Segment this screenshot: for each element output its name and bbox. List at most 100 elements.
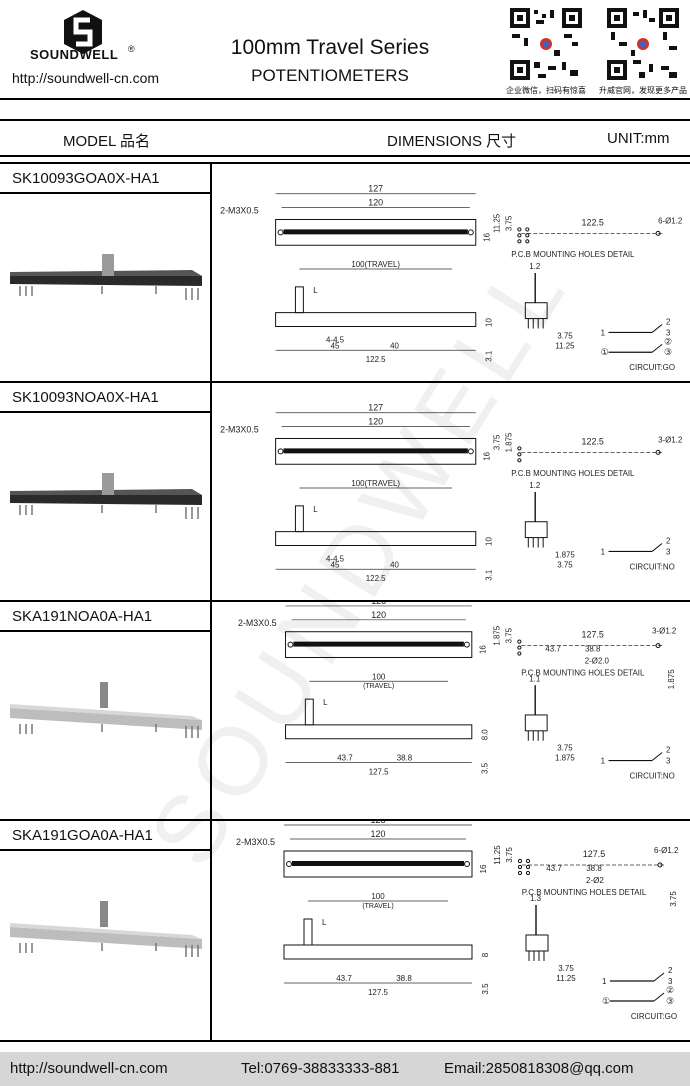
dimension-label: 2-M3X0.5 (220, 206, 259, 216)
dimension-label: 11.25 (493, 213, 502, 233)
pcb-hole-icon (517, 864, 523, 870)
product-cell: SKA191GOA0A-HA1 (0, 821, 212, 1042)
dimension-label: 3.75 (558, 964, 574, 973)
dimension-label: 45 (331, 560, 340, 569)
footer-email[interactable]: Email:2850818308@qq.com (444, 1060, 634, 1077)
dimension-label: 1.875 (504, 432, 513, 452)
dimension-label: 3.5 (481, 983, 490, 995)
mount-hole-icon (286, 861, 292, 867)
circuit-wiper (651, 343, 663, 353)
dimension-label: 11.25 (555, 341, 575, 350)
dimension-label: 127 (368, 403, 383, 413)
dimension-label: 3-Ø1.2 (658, 435, 682, 444)
page-header: SOUNDWELL ® http://soundwell-cn.com 100m… (0, 0, 690, 100)
slider-knob (303, 918, 313, 946)
pcb-hole-icon (525, 239, 530, 244)
dimension-label: 127.5 (583, 849, 606, 859)
dimension-label: 38.8 (585, 645, 601, 654)
model-number: SKA191GOA0A-HA1 (0, 821, 210, 851)
pcb-hole-icon (655, 449, 661, 455)
dimension-label: 16 (483, 451, 492, 460)
top-view-body (283, 850, 473, 878)
dimension-label: 38.8 (396, 974, 412, 983)
dimension-label: 120 (371, 610, 386, 620)
dimension-label: (TRAVEL) (363, 683, 394, 690)
dimension-label: 10 (485, 537, 494, 546)
soundwell-logo-icon (64, 10, 102, 54)
dimension-label: P.C.B MOUNTING HOLES DETAIL (521, 668, 645, 677)
terminal-body (524, 714, 548, 732)
dimension-label: P.C.B MOUNTING HOLES DETAIL (511, 250, 635, 259)
dimension-label: 3.1 (485, 569, 494, 581)
dimension-label: 127.5 (368, 988, 389, 997)
dimension-label: 40 (390, 560, 399, 569)
dimension-label: ① (602, 996, 610, 1006)
dimension-label: 2 (668, 966, 673, 975)
potentiometer-photo-icon (10, 682, 202, 738)
dimension-label: 6-Ø1.2 (658, 216, 682, 225)
dimension-label: ③ (664, 347, 672, 357)
side-view-body (285, 724, 473, 740)
dimension-label: 100 (371, 892, 385, 901)
top-view-body (275, 218, 477, 246)
dimension-label: 1 (601, 328, 606, 337)
dimension-label: 127 (368, 184, 383, 194)
page-subtitle: POTENTIOMETERS (251, 66, 409, 85)
footer-url-link[interactable]: http://soundwell-cn.com (10, 1060, 168, 1077)
dimension-label: 3-Ø1.2 (652, 627, 676, 636)
dimension-label: 3 (668, 977, 673, 986)
dimension-label: 3.75 (557, 560, 573, 569)
dimension-label: 3.75 (493, 434, 502, 450)
qr-code-wechat-icon (508, 6, 584, 82)
header-url-link[interactable]: http://soundwell-cn.com (12, 70, 160, 86)
mount-hole-icon (467, 229, 474, 236)
dimension-label: 3.75 (505, 847, 514, 863)
qr-caption-wechat: 企业微信，扫码有惊喜 (506, 86, 586, 95)
dimension-label: P.C.B MOUNTING HOLES DETAIL (522, 888, 647, 897)
pcb-hole-icon (517, 639, 522, 644)
dimension-label: 100(TRAVEL) (351, 260, 400, 269)
dimension-label: 1.875 (493, 625, 502, 645)
dimension-label: 1 (601, 757, 606, 766)
pcb-hole-icon (517, 452, 522, 457)
dimension-label: ② (666, 985, 674, 995)
registered-mark: ® (128, 44, 135, 54)
dimension-label: 38.8 (397, 754, 413, 763)
dimension-label: 38.8 (586, 864, 602, 873)
page-title: 100mm Travel Series (230, 36, 430, 59)
mount-hole-icon (287, 641, 294, 648)
slider-knob (294, 505, 304, 533)
pcb-hole-icon (517, 645, 522, 650)
dimension-label: 3.75 (557, 744, 573, 753)
dimension-label: 1.3 (530, 894, 542, 903)
top-view-body (285, 631, 473, 658)
brand-name: SOUNDWELL (30, 47, 119, 62)
pcb-hole-icon (525, 864, 531, 870)
dimension-label: 1 (602, 977, 607, 986)
pcb-hole-icon (517, 239, 522, 244)
circuit-wiper (653, 992, 665, 1002)
pcb-hole-icon (517, 233, 522, 238)
terminal-body (524, 302, 548, 320)
dimension-label: (TRAVEL) (362, 903, 393, 910)
dimension-label: 3.75 (669, 891, 678, 907)
dimension-label: 43.7 (337, 754, 352, 763)
slider-slot (292, 861, 464, 866)
dimension-label: L (322, 918, 327, 927)
page-footer: http://soundwell-cn.com Tel:0769-3883333… (0, 1052, 690, 1086)
unit-label: UNIT:mm (607, 130, 670, 147)
dimension-label: 3.75 (504, 215, 513, 231)
footer-telephone: Tel:0769-38833333-881 (241, 1060, 400, 1077)
dimension-label: 1.875 (667, 669, 676, 689)
pcb-hole-icon (655, 643, 661, 649)
mount-hole-icon (463, 641, 470, 648)
qr-caption-website: 升威官网，发现更多产品 (599, 86, 687, 95)
dimension-label: 11.25 (493, 845, 502, 865)
table-header-bar: MODEL 品名 DIMENSIONS 尺寸 UNIT:mm (0, 119, 690, 157)
pcb-hole-icon (655, 230, 661, 236)
dimension-label: 122.5 (366, 355, 386, 364)
